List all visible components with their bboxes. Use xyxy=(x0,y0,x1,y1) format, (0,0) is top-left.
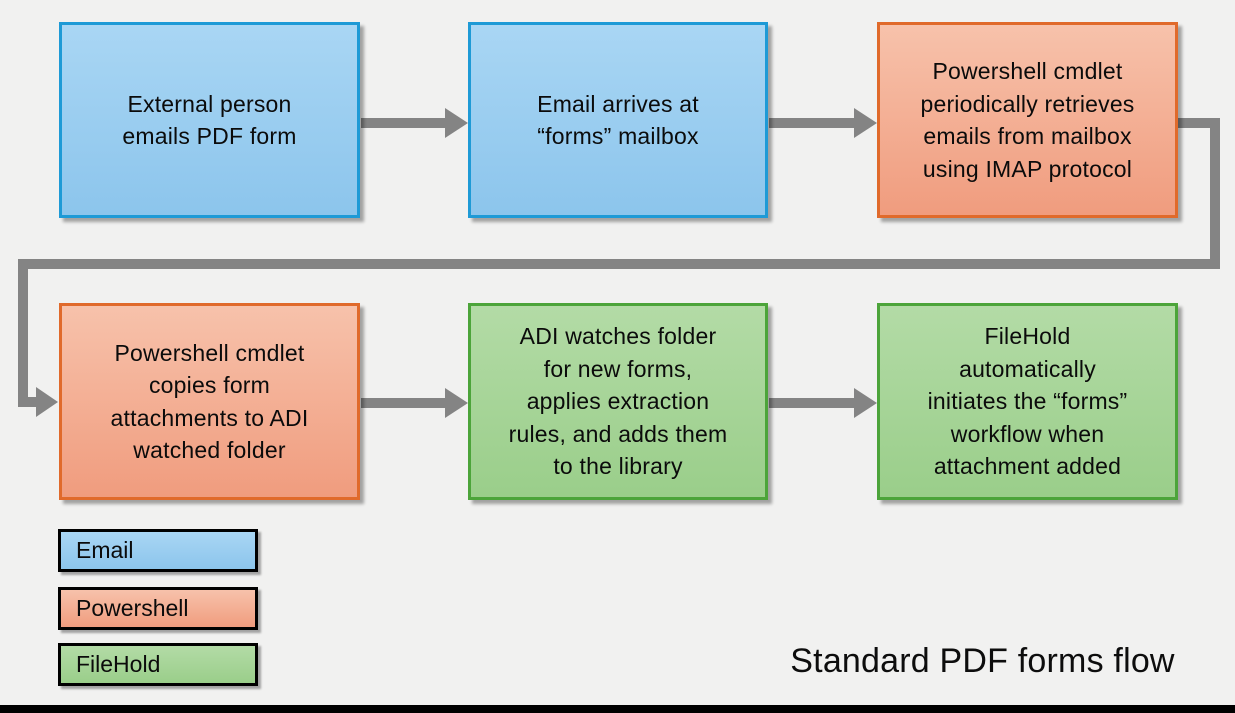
flow-step-label: FileHold automatically initiates the “fo… xyxy=(927,323,1128,480)
arrow-step2-to-step3 xyxy=(769,108,877,138)
flow-step-copy-attachments: Powershell cmdlet copies form attachment… xyxy=(59,303,360,500)
arrow-step4-to-step5 xyxy=(361,388,468,418)
bottom-edge-bar xyxy=(0,705,1235,713)
legend-swatch-email: Email xyxy=(58,529,258,572)
legend-label: Email xyxy=(76,537,134,563)
flow-step-label: Powershell cmdlet copies form attachment… xyxy=(110,339,309,464)
legend-label: FileHold xyxy=(76,651,161,677)
legend-swatch-powershell: Powershell xyxy=(58,587,258,630)
flow-step-label: Email arrives at “forms” mailbox xyxy=(537,90,699,150)
flow-step-label: ADI watches folder for new forms, applie… xyxy=(508,323,728,480)
flow-step-label: Powershell cmdlet periodically retrieves… xyxy=(920,58,1135,182)
flow-step-forms-mailbox: Email arrives at “forms” mailbox xyxy=(468,22,768,218)
flow-step-filehold-workflow: FileHold automatically initiates the “fo… xyxy=(877,303,1178,500)
flow-step-imap-retrieve: Powershell cmdlet periodically retrieves… xyxy=(877,22,1178,218)
diagram-title: Standard PDF forms flow xyxy=(790,642,1175,680)
legend-swatch-filehold: FileHold xyxy=(58,643,258,686)
flow-step-label: External person emails PDF form xyxy=(122,90,297,150)
arrow-step3-to-step4-elbow xyxy=(18,118,1220,417)
arrow-step5-to-step6 xyxy=(769,388,877,418)
flow-step-adi-watched-folder: ADI watches folder for new forms, applie… xyxy=(468,303,768,500)
legend-label: Powershell xyxy=(76,595,189,621)
arrow-step1-to-step2 xyxy=(361,108,468,138)
flow-step-external-email: External person emails PDF form xyxy=(59,22,360,218)
